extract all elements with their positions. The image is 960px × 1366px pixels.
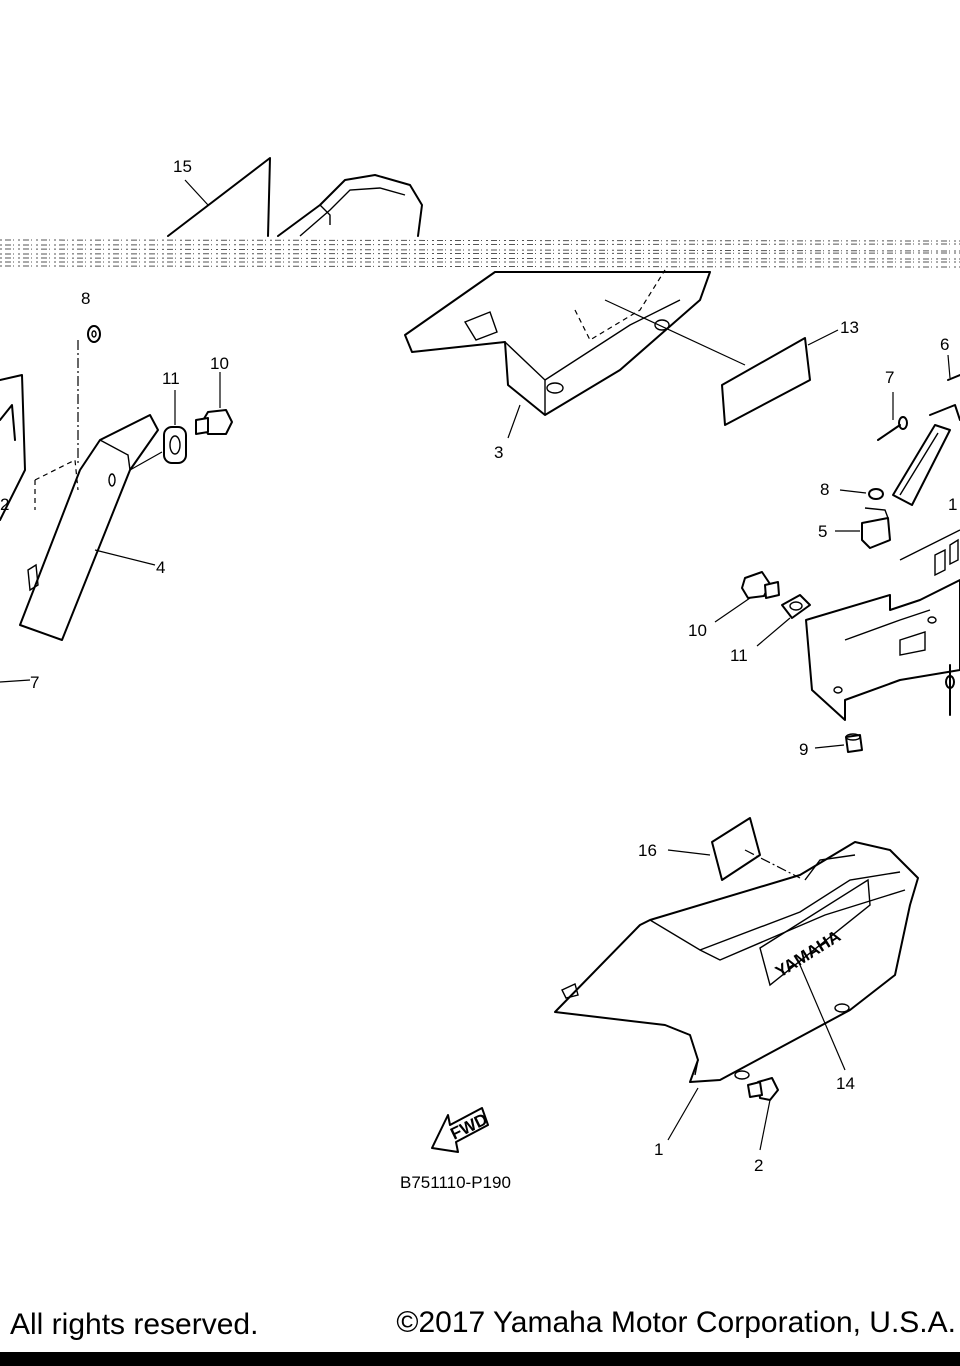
copyright-notice: ©2017 Yamaha Motor Corporation, U.S.A. [396,1306,956,1339]
callout-2-left: 2 [0,495,9,514]
callout-10-right: 10 [688,621,707,640]
part-11-grommet-left [163,390,187,464]
footer: All rights reserved. ©2017 Yamaha Motor … [0,1300,960,1366]
part-11-grommet-right [756,594,811,647]
callout-7-right: 7 [885,368,894,387]
part-right-cover-panel [805,529,960,721]
part-16-decal [667,817,801,881]
callout-7-left: 7 [30,673,39,692]
callout-3: 3 [494,443,503,462]
callout-11-left: 11 [162,369,180,388]
part-10-bolt-right [714,571,780,623]
callout-2-bottom: 2 [754,1156,763,1175]
callout-1: 1 [654,1140,663,1159]
callout-5: 5 [818,522,827,541]
part-1-strap-right [892,424,951,506]
part-8-washer-right [839,488,884,500]
part-2-screw-bottom [747,1077,779,1151]
part-3-center-cover [404,269,746,439]
fwd-arrow-icon: FWD [431,1107,491,1153]
callout-8-right: 8 [820,480,829,499]
rights-notice: All rights reserved. [10,1308,259,1341]
callout-4: 4 [156,558,165,577]
callout-13: 13 [840,318,859,337]
part-9-grommet [814,733,863,753]
callout-1-right: 1 [948,495,957,514]
part-7-rivet-right [877,392,908,441]
part-15-label-decal [167,157,271,237]
callout-11-right: 11 [730,646,748,665]
part-1-side-cover: YAMAHA [554,841,919,1141]
part-top-cover-fragment [277,174,423,237]
footer-band [0,1352,960,1366]
callout-9: 9 [799,740,808,759]
drawing-code: B751110-P190 [400,1173,511,1192]
part-4-left-bracket [19,414,163,641]
callout-14: 14 [836,1074,855,1093]
callout-10-left: 10 [210,354,229,373]
callout-16: 16 [638,841,657,860]
part-8-washer-left [87,325,101,343]
part-13-decal [721,329,839,426]
part-2-left-panel-fragment [0,340,79,683]
part-5-clip [835,507,891,549]
part-10-bolt-left [195,372,233,435]
callout-6: 6 [940,335,949,354]
scan-noise-band [0,236,960,272]
part-6-clip [929,354,960,421]
callout-8-left: 8 [81,289,90,308]
callout-15: 15 [173,157,192,176]
